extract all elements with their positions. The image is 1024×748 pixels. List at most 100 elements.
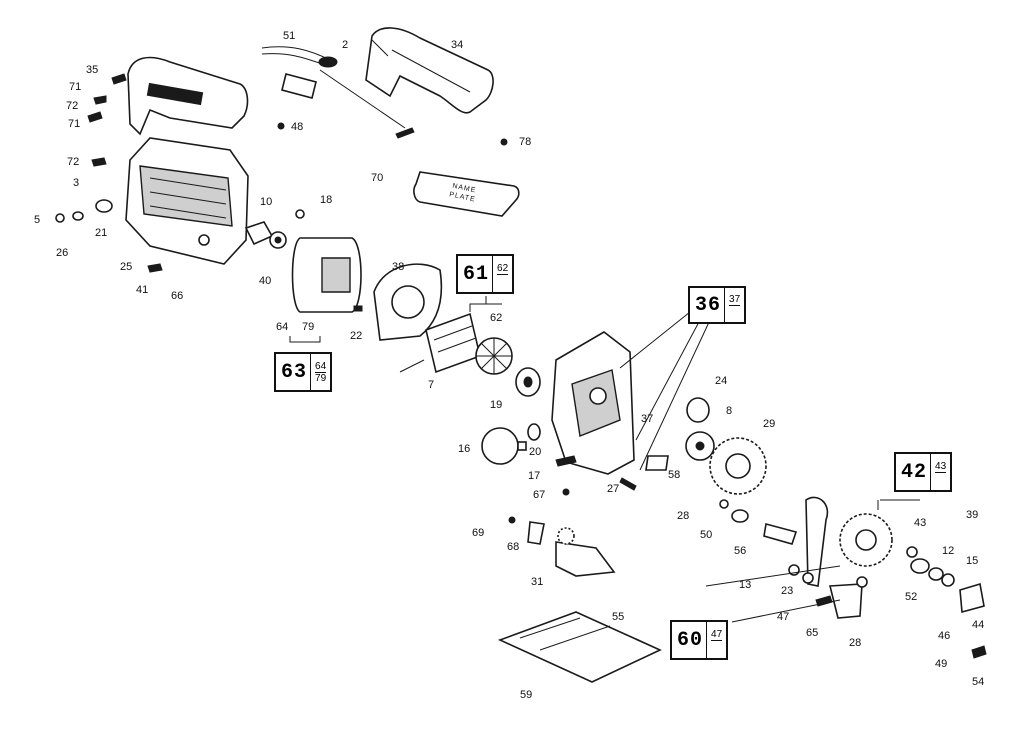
part-label: 16 [458,443,471,455]
part-label: 39 [966,509,979,521]
clamp-gear [557,527,575,545]
washer-50 [731,509,749,523]
part-label: 79 [302,321,315,333]
screw-69 [508,516,516,524]
kit-top: 43 [935,460,947,473]
kit-number: 60 [672,622,708,658]
bushing-20 [527,423,541,441]
gear-42-hub [855,529,877,551]
part-label: 29 [763,418,776,430]
bearing-40-bore [274,236,282,244]
part-label: 72 [67,156,80,168]
baffle-hole [391,285,425,319]
spring-27 [619,477,637,491]
part-label: 10 [260,196,273,208]
part-label: 37 [641,413,654,425]
part-label: 56 [734,545,747,557]
part-label: 21 [95,227,108,239]
kit-63-bracket [289,336,321,343]
part-label: 71 [69,81,82,93]
kit-box-36: 36 37 [688,286,747,324]
part-label: 3 [73,177,80,189]
part-label: 23 [781,585,794,597]
part-label: 72 [66,100,79,112]
part-label: 58 [668,469,681,481]
commutator-bars [433,325,477,353]
part-label: 18 [320,194,333,206]
bearing-28-top [719,499,729,509]
part-label: 40 [259,275,272,287]
nut-15 [941,573,955,587]
part-label: 43 [914,517,927,529]
gear-29-hub [725,453,751,479]
gear-case-boss [589,387,607,405]
switch-lead [319,69,406,129]
armature-shaft [399,359,425,373]
screw-70 [395,127,415,139]
roller-bracket-65 [828,583,863,619]
part-label: 78 [519,136,532,148]
part-label: 5 [34,214,41,226]
washer-43 [906,546,918,558]
part-label: 26 [56,247,69,259]
kit-42-bracket [877,499,920,510]
part-label: 17 [528,470,541,482]
part-label: 62 [490,312,503,324]
kit-bottom [711,641,722,652]
roller-28 [856,576,868,588]
part-label: 71 [68,118,81,130]
part-label: 15 [966,555,979,567]
blade-guide-46 [959,582,985,614]
pin-17 [555,455,577,467]
kit-61-bracket [469,296,502,312]
part-label: 69 [472,527,485,539]
knob-stem [517,441,527,451]
bearing-39 [910,558,930,574]
kit-box-60: 60 47 [670,620,729,660]
part-label: 24 [715,375,728,387]
switch-body [281,73,317,99]
part-label: 47 [777,611,790,623]
kit-fraction: 37 [725,294,744,317]
screw-78 [500,138,508,146]
part-label: 59 [520,689,533,701]
washer-8-hole [695,441,705,451]
part-label: 27 [607,483,620,495]
part-label: 50 [700,529,713,541]
part-label: 12 [942,545,955,557]
blade-clamp-31 [555,541,616,577]
kit-number: 36 [690,288,726,322]
screw-49 [971,645,987,659]
part-label: 35 [86,64,99,76]
kit-fraction: 47 [707,629,726,652]
cord-clamp [318,56,338,68]
reciprocator-60 [805,496,829,587]
kit-box-42: 42 43 [894,452,953,492]
part-label: 67 [533,489,546,501]
washer-12 [928,567,944,581]
switch-screw [277,122,285,130]
kit-60-leaders [705,565,841,623]
knob-16 [481,427,519,465]
brush-26 [72,211,84,221]
part-label: 38 [392,261,405,273]
part-label: 66 [171,290,184,302]
part-label: 19 [490,399,503,411]
kit-bottom: 79 [315,372,327,384]
part-label: 55 [612,611,625,623]
screw-71 [111,73,127,85]
part-label: 68 [507,541,520,553]
clamp-68 [527,521,545,545]
handle-label-strip [146,82,204,106]
nameplate [413,171,520,217]
part-label: 48 [291,121,304,133]
part-label: 70 [371,172,384,184]
part-label: 28 [677,510,690,522]
part-label: 65 [806,627,819,639]
spring-5 [55,213,65,223]
armature-commutator [425,312,481,374]
part-label: 2 [342,39,349,51]
bearing-retainer-10 [244,221,274,246]
shoe-ribs [519,617,611,651]
